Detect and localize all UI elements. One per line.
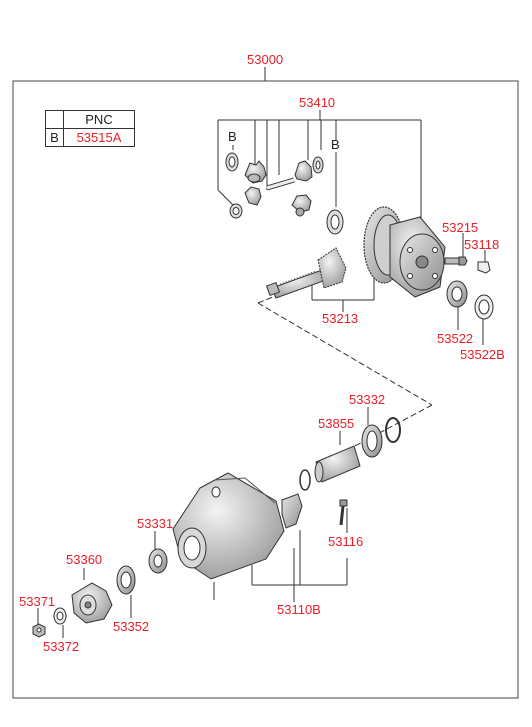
pinion-bearing — [361, 424, 383, 458]
collapsible-spacer — [314, 445, 361, 483]
label-53110b[interactable]: 53110B — [277, 602, 321, 617]
label-53118[interactable]: 53118 — [464, 237, 500, 252]
side-gear-right — [294, 160, 313, 182]
oil-seal — [116, 565, 136, 595]
side-gear-left — [244, 160, 267, 184]
label-53116[interactable]: 53116 — [328, 534, 364, 549]
leader-lines — [37, 110, 486, 638]
front-bearing — [148, 548, 168, 574]
pinion-seal — [385, 417, 401, 443]
label-53215[interactable]: 53215 — [442, 220, 479, 235]
label-53331[interactable]: 53331 — [137, 516, 174, 531]
callout-b-lower: B — [331, 137, 340, 152]
outer-frame — [12, 67, 519, 699]
legend-row-value[interactable]: 53515A — [63, 128, 135, 147]
label-53360[interactable]: 53360 — [66, 552, 103, 567]
label-53332[interactable]: 53332 — [349, 392, 386, 407]
pinion-gear-lower-right — [291, 194, 312, 217]
legend-row-key: B — [45, 128, 64, 147]
spacer-ring — [299, 469, 311, 491]
label-53000[interactable]: 53000 — [247, 52, 284, 67]
lock-nut — [32, 623, 46, 638]
callout-b-upper: B — [228, 129, 237, 144]
pnc-legend-table: PNC B 53515A — [45, 110, 135, 147]
washer-small — [312, 156, 324, 174]
pinion-shaft — [266, 177, 295, 191]
bearing-shim — [474, 294, 494, 320]
side-bearing — [446, 280, 468, 308]
label-53522[interactable]: 53522 — [437, 331, 474, 346]
washer-b-lower — [326, 209, 344, 235]
label-53855[interactable]: 53855 — [318, 416, 355, 431]
differential-case — [389, 216, 446, 298]
label-53352[interactable]: 53352 — [113, 619, 150, 634]
drive-pinion — [265, 247, 347, 299]
companion-flange — [71, 582, 113, 624]
washer-lower-left — [229, 203, 243, 219]
legend-header-key — [45, 110, 64, 129]
carrier-housing — [172, 472, 285, 580]
lock-clip — [477, 261, 491, 274]
pinion-gear-lower-left — [244, 186, 262, 206]
label-53522b[interactable]: 53522B — [460, 347, 505, 362]
legend-header-label: PNC — [63, 110, 135, 129]
label-53372[interactable]: 53372 — [43, 639, 80, 654]
washer-front — [53, 607, 67, 625]
cap-bolt — [339, 499, 348, 526]
washer-b-upper — [225, 152, 239, 172]
bearing-cap — [281, 493, 303, 529]
ring-gear-bolt — [444, 256, 468, 266]
label-53410[interactable]: 53410 — [299, 95, 336, 110]
label-53213[interactable]: 53213 — [322, 311, 359, 326]
label-53371[interactable]: 53371 — [19, 594, 56, 609]
